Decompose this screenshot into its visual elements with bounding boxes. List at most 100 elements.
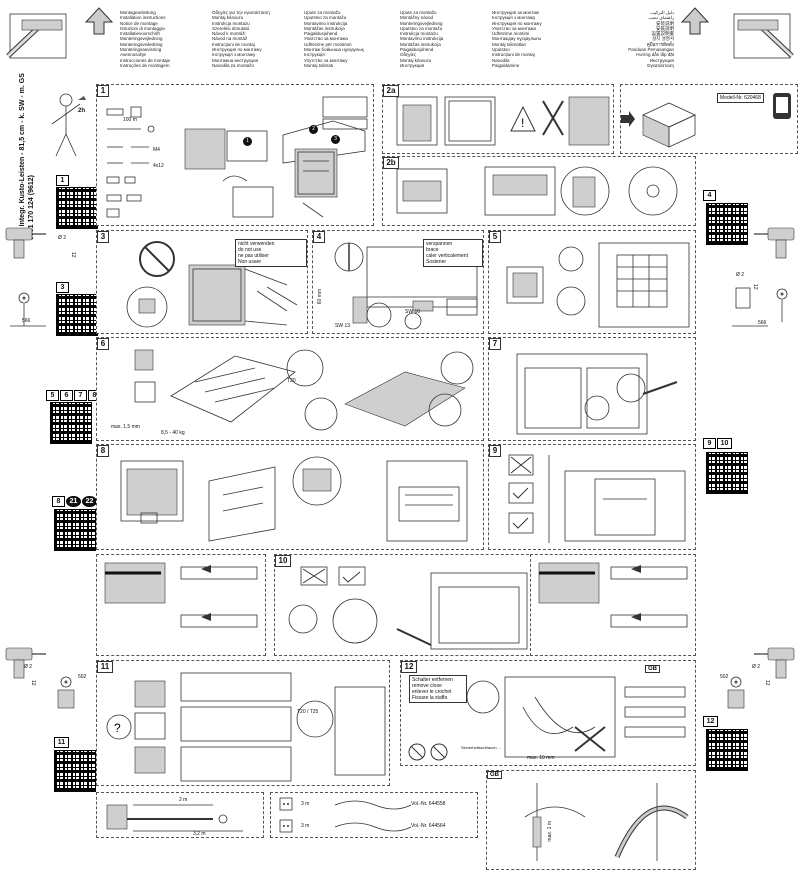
strip-fitting-scene (104, 562, 258, 628)
side-fixing-scene (516, 353, 678, 435)
qr-label-11: 11 (54, 737, 69, 748)
dim-distance: 566 (22, 318, 31, 324)
up-arrow-icon (84, 7, 114, 35)
step-panel-2a: 2a ! (382, 84, 614, 154)
qr-code-3[interactable] (56, 294, 98, 336)
hose-coil (334, 800, 411, 832)
qr-code-12[interactable] (706, 729, 748, 771)
country-tag: GB (645, 665, 660, 673)
drill-icon (754, 227, 795, 259)
foot-adjustment-scene (334, 242, 478, 330)
part-label: 4x12 (153, 163, 164, 169)
mounting-variants (396, 166, 678, 216)
step-panel-6: 6 max. 1,5 mm T20 8,5 - 40 kg (96, 337, 484, 441)
part-label: 100 m (123, 117, 137, 123)
part-number: Vol.-Nr. 644564 (411, 823, 446, 829)
door-panel-mounting-scene (120, 456, 468, 542)
qr-label-3: 3 (56, 282, 69, 293)
step-panel-10-right (530, 554, 696, 656)
accessory-panel: 3 m 3 m Vol.-Nr. 644558 Vol.-Nr. 644564 (270, 792, 478, 838)
gb-drain-panel: GB max. 1 m (486, 770, 696, 870)
socket-icon (279, 797, 293, 811)
range-label: 3 m (301, 801, 310, 807)
dim-depth: 12 (752, 284, 758, 290)
safety-note: Sicherheitsschlauch … (461, 745, 502, 750)
step-panel-8: 8 (96, 444, 484, 550)
dim-depth: 12 (764, 680, 770, 686)
vapour-barrier-scene (506, 242, 690, 328)
step-number: 4 (313, 231, 325, 243)
step-number: 12 (401, 661, 417, 673)
qr-code-5-8[interactable] (50, 402, 92, 444)
step-number: 5 (489, 231, 501, 243)
installer-figure (51, 93, 86, 157)
gap-dim: max. 1,5 mm (111, 424, 140, 430)
pencil-icon (6, 13, 67, 59)
step-number: 3 (97, 231, 109, 243)
dim-distance: 566 (758, 320, 767, 326)
step-number: 10 (275, 555, 291, 567)
max-dim: max. 10 mm (527, 755, 555, 761)
plinth-options-scene: ? (106, 672, 386, 782)
step-panel-4: 4 verspannen brace caler verticalement S… (312, 230, 484, 334)
dim-depth: 12 (70, 252, 76, 258)
hose-length: 2 m (179, 797, 188, 803)
spanner-size: SW 13 (335, 323, 351, 329)
phone-icon (773, 93, 791, 119)
warning-text: nicht verwenden do not use ne pas utilis… (235, 239, 307, 267)
step-panel-10: 10 (274, 554, 534, 656)
step-panel-model: Modell-Nr. 620468 (620, 84, 798, 154)
svg-text:?: ? (114, 721, 121, 735)
svg-text:!: ! (521, 116, 524, 130)
qr-code-9-10[interactable] (706, 452, 748, 494)
qr-code-11[interactable] (54, 750, 96, 792)
step-number: 6 (97, 338, 109, 350)
step-panel-11: 11 ? T20 / T25 (96, 660, 390, 786)
up-arrow-icon (680, 7, 710, 35)
step-panel-5: 5 (488, 230, 696, 334)
drill-icon (754, 647, 795, 679)
step-number: 1 (97, 85, 109, 97)
dim-distance: 502 (78, 674, 87, 680)
qr-label-12: 12 (703, 716, 718, 727)
qr-code-1[interactable] (56, 187, 98, 229)
door-adjust-scene (288, 566, 528, 650)
strip-fitting-scene (538, 562, 688, 628)
part-label: M4 (153, 147, 160, 153)
cabinet-variants: ! (396, 96, 610, 146)
part-number: Vol.-Nr. 644558 (411, 801, 446, 807)
step-panel-1: 1 100 m M4 4x12 1 2 3 (96, 84, 374, 226)
step-marker: 1 (243, 137, 252, 146)
dim-depth: 12 (30, 680, 36, 686)
height-dim: 60 mm (317, 289, 323, 305)
qr-label-1: 1 (56, 175, 69, 186)
qr-code-8[interactable] (54, 509, 96, 551)
step-number: 9 (489, 445, 501, 457)
no-icons-row (408, 743, 448, 761)
hose-length-panel: 2 m 3,2 m (96, 792, 264, 838)
appliance-box (642, 102, 696, 148)
step-panel-7: 7 (488, 337, 696, 441)
dim-diameter: Ø 2 (58, 235, 67, 241)
drill-icon (5, 647, 46, 679)
step-panel-3: 3 nicht verwenden do not use ne pas util… (96, 230, 308, 334)
pencil-icon (733, 13, 794, 59)
worktop-protection-scene (134, 349, 474, 431)
drill-icon (5, 227, 46, 259)
qr-labels-8-22: 8 21 22 (52, 496, 97, 507)
drain-hose-scene (524, 783, 689, 861)
parts-list (106, 106, 155, 218)
warning-text: Schalter entfernen remove close enlever … (409, 675, 467, 703)
dim-diameter: Ø 2 (24, 664, 33, 670)
alignment-check-scene (508, 454, 686, 543)
dim-diameter: Ø 2 (752, 664, 761, 670)
time-badge: 2h (78, 108, 86, 114)
qr-code-4[interactable] (706, 203, 748, 245)
step-panel-2b: 2b (382, 156, 696, 226)
